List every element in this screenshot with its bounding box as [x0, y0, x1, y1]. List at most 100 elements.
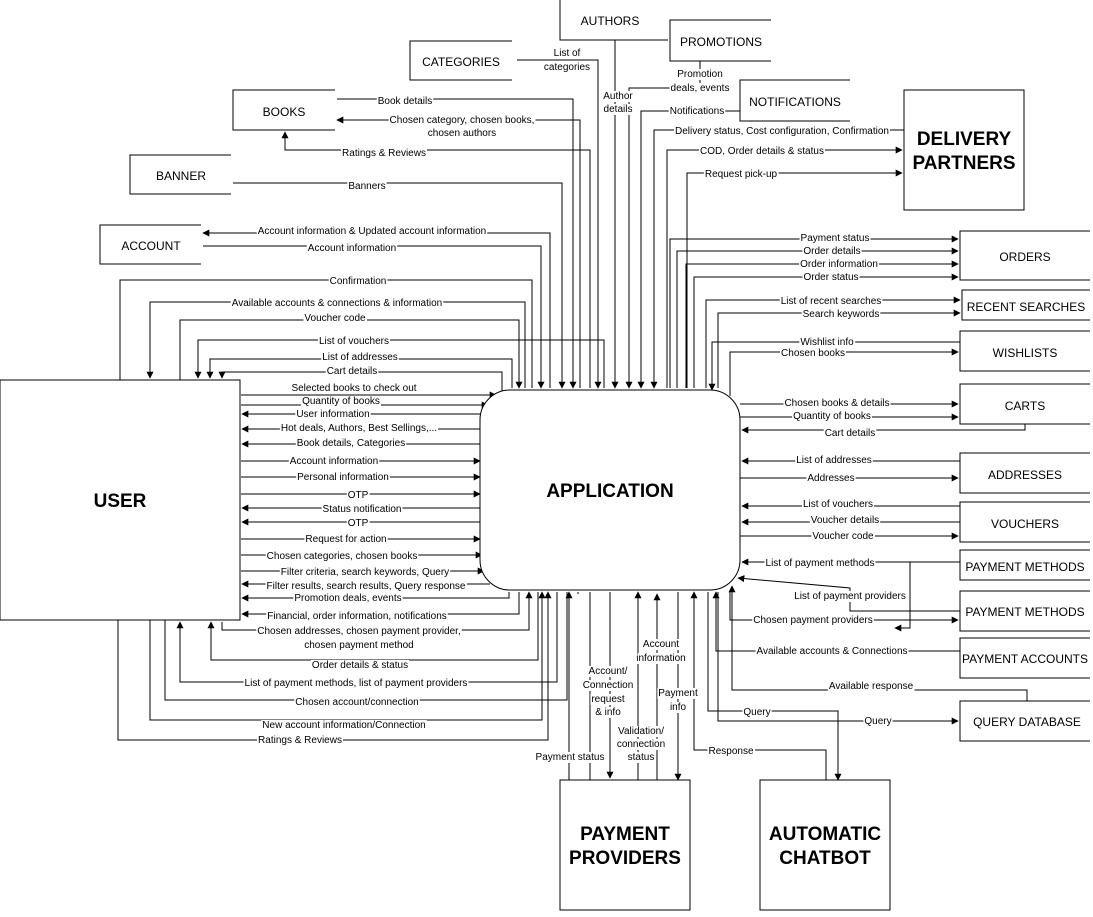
- label-backing: [266, 611, 448, 622]
- label-backing: [279, 567, 451, 578]
- flow-label: Selected books to check out: [291, 383, 416, 394]
- label-backing: [290, 383, 418, 394]
- flow-label: Chosen books & details: [784, 398, 889, 409]
- label-backing: [325, 366, 379, 377]
- entity-books-label: BOOKS: [263, 105, 306, 119]
- entity-user: USER: [0, 379, 241, 621]
- entity-promotions: PROMOTIONS: [669, 19, 771, 62]
- label-backing: [301, 396, 381, 407]
- entity-recent-searches-label: RECENT SEARCHES: [967, 300, 1085, 314]
- flow-label: Chosen payment providers: [753, 615, 873, 626]
- label-backing: [801, 309, 881, 320]
- entity-carts: CARTS: [959, 383, 1090, 425]
- flow-label: Ratings & Reviews: [342, 148, 426, 159]
- label-backing: [615, 739, 667, 750]
- label-backing: [617, 726, 666, 737]
- label-backing: [657, 688, 699, 699]
- label-backing: [304, 534, 388, 545]
- flow-label: Chosen account/connection: [295, 697, 418, 708]
- entity-payment-accounts-label: PAYMENT ACCOUNTS: [962, 652, 1088, 666]
- label-backing: [347, 181, 387, 192]
- flow-label: User information: [296, 409, 369, 420]
- label-backing: [799, 259, 879, 270]
- flow-label: Search keywords: [803, 309, 880, 320]
- flow-label: chosen authors: [428, 128, 496, 139]
- flow-label: Request for action: [305, 534, 386, 545]
- entity-vouchers: VOUCHERS: [959, 501, 1090, 543]
- label-backing: [783, 398, 891, 409]
- entity-notifications-label: NOTIFICATIONS: [749, 95, 841, 109]
- label-backing: [799, 233, 871, 244]
- flow-label: List of recent searches: [781, 296, 882, 307]
- entity-wishlists-label: WISHLISTS: [993, 346, 1058, 360]
- flow-label: Delivery status, Cost configuration, Con…: [675, 126, 889, 137]
- label-backing: [703, 169, 779, 180]
- flow-label: List of addresses: [322, 352, 398, 363]
- flow-label: OTP: [348, 518, 369, 529]
- label-backing: [809, 515, 881, 526]
- flow-label: Book details, Categories: [297, 438, 405, 449]
- flow-label: Account: [643, 639, 679, 650]
- label-backing: [256, 626, 462, 637]
- flow-label: Payment status: [536, 752, 605, 763]
- entity-addresses: ADDRESSES: [959, 452, 1090, 494]
- label-backing: [669, 83, 731, 94]
- label-backing: [707, 746, 755, 757]
- label-backing: [792, 411, 872, 422]
- flow-label: Payment: [658, 688, 698, 699]
- flow-label: List of vouchers: [803, 499, 873, 510]
- label-backing: [823, 428, 877, 439]
- flow-label: details: [604, 104, 633, 115]
- flow-label: Promotion: [677, 69, 723, 80]
- label-backing: [602, 91, 635, 102]
- label-backing: [376, 96, 434, 107]
- label-backing: [303, 313, 368, 324]
- label-backing: [265, 581, 467, 592]
- flow-label: Query: [864, 716, 891, 727]
- label-backing: [288, 456, 380, 467]
- flow-label: Quantity of books: [793, 411, 871, 422]
- entity-delivery-label-1: DELIVERY: [917, 129, 1012, 150]
- flow-label: List of payment methods: [766, 558, 875, 569]
- flow-label: Request pick-up: [705, 169, 778, 180]
- flow-lines-top: [202, 40, 904, 389]
- label-backing: [295, 438, 407, 449]
- label-backing: [296, 472, 390, 483]
- flow-label: Notifications: [670, 106, 724, 117]
- label-backing: [802, 272, 860, 283]
- label-backing: [799, 337, 856, 348]
- label-backing: [752, 615, 874, 626]
- label-backing: [534, 752, 606, 763]
- flow-label: Hot deals, Authors, Best Sellings,...: [281, 423, 437, 434]
- flow-label: Author: [603, 91, 633, 102]
- entity-payment-accounts: PAYMENT ACCOUNTS: [959, 637, 1090, 679]
- flow-label: deals, events: [671, 83, 730, 94]
- label-backing: [764, 558, 876, 569]
- flow-label: chosen payment method: [304, 640, 414, 651]
- entity-promotions-label: PROMOTIONS: [680, 35, 762, 49]
- label-backing: [279, 423, 439, 434]
- flow-label: Confirmation: [330, 276, 387, 287]
- flow-label: List of payment methods, list of payment…: [245, 678, 468, 689]
- flow-label: info: [670, 702, 687, 713]
- label-backing: [755, 646, 909, 657]
- entity-chatbot-label-2: CHATBOT: [779, 848, 871, 869]
- flow-labels: List of categories Author details Promot…: [230, 48, 915, 763]
- label-backing: [265, 551, 419, 562]
- entity-delivery-label-2: PARTNERS: [912, 153, 1015, 174]
- label-backing: [590, 694, 626, 705]
- label-backing: [811, 531, 876, 542]
- label-backing: [699, 146, 825, 157]
- entity-user-label: USER: [94, 491, 147, 512]
- flow-label: categories: [544, 62, 590, 73]
- flow-label: Validation/: [618, 726, 664, 737]
- flow-label: Order information: [800, 259, 878, 270]
- flow-label: connection: [617, 739, 665, 750]
- label-backing: [827, 681, 915, 692]
- entity-payment-methods-2-label: PAYMENT METHODS: [965, 605, 1084, 619]
- label-backing: [806, 473, 856, 484]
- label-backing: [801, 499, 875, 510]
- label-backing: [346, 518, 370, 529]
- flow-label: Filter criteria, search keywords, Query: [281, 567, 449, 578]
- flow-label: Order status: [803, 272, 858, 283]
